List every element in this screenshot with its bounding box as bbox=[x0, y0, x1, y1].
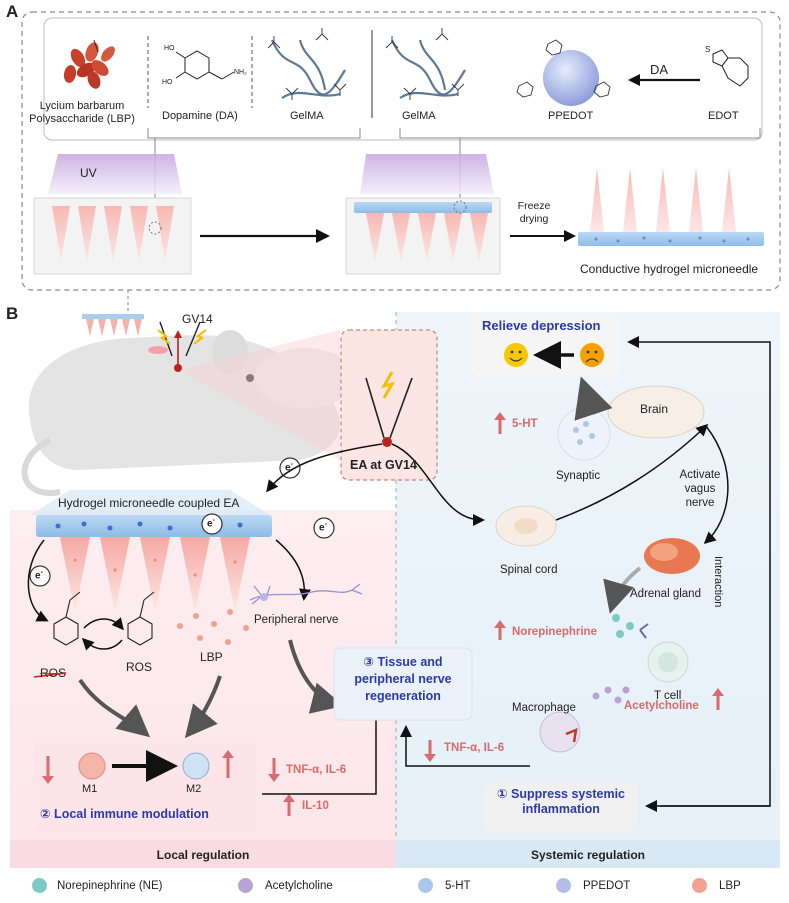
il10-label: IL-10 bbox=[302, 800, 329, 812]
ros-struck-label: ROS bbox=[40, 666, 67, 680]
legend-label: 5-HT bbox=[445, 879, 471, 892]
m2-label: M2 bbox=[186, 783, 202, 795]
panel-b-letter: B bbox=[6, 304, 19, 323]
electron-symbol: e bbox=[35, 570, 41, 582]
local-immune-label: ② Local immune modulation bbox=[40, 807, 209, 821]
da-arrow-label: DA bbox=[650, 62, 669, 77]
svg-text:S: S bbox=[705, 45, 710, 54]
acetylcholine-label: Acetylcholine bbox=[624, 700, 699, 712]
systemic-regulation-label: Systemic regulation bbox=[530, 848, 646, 862]
ppedot-label: PPEDOT bbox=[548, 110, 594, 122]
legend-swatch-acetylcholine bbox=[238, 878, 253, 893]
hydrogel-ea-label: Hydrogel microneedle coupled EA bbox=[58, 496, 240, 510]
electron-superscript: - bbox=[40, 569, 43, 576]
m1-label: M1 bbox=[82, 783, 98, 795]
electron-superscript: - bbox=[290, 461, 293, 468]
suppress-inflammation-label: ① Suppress systemic inflammation bbox=[496, 787, 625, 816]
electron-label-4: e- bbox=[35, 569, 43, 581]
electron-symbol: e bbox=[285, 462, 291, 474]
five-ht-label: 5-HT bbox=[512, 418, 538, 430]
svg-text:HO: HO bbox=[162, 79, 173, 86]
panel-b-graphics bbox=[10, 290, 780, 868]
dopamine-label: Dopamine (DA) bbox=[162, 110, 238, 122]
norepinephrine-label: Norepinephrine bbox=[512, 626, 597, 638]
electron-symbol: e bbox=[319, 522, 325, 534]
electron-symbol: e bbox=[207, 518, 213, 530]
panel-a-letter: A bbox=[6, 2, 19, 21]
ppedot-sphere-icon bbox=[543, 50, 599, 106]
legend-item-lbp: LBP bbox=[692, 878, 741, 893]
electron-label-1: e- bbox=[285, 461, 293, 473]
gelma-left-label: GelMA bbox=[290, 110, 324, 122]
electron-label-2: e- bbox=[207, 517, 215, 529]
legend-item-norepinephrine: Norepinephrine (NE) bbox=[32, 878, 162, 893]
tnf-il6-left-label: TNF-α, IL-6 bbox=[286, 764, 347, 776]
gv14-label: GV14 bbox=[182, 312, 213, 326]
legend-label: Acetylcholine bbox=[265, 879, 333, 892]
peripheral-nerve-label: Peripheral nerve bbox=[254, 614, 339, 626]
electron-superscript: - bbox=[212, 517, 215, 524]
edot-label: EDOT bbox=[708, 110, 739, 122]
freeze-drying-label: Freeze drying bbox=[517, 200, 551, 225]
lbp-berries-icon bbox=[63, 39, 115, 89]
legend-item-5ht: 5-HT bbox=[418, 878, 471, 893]
gelma-chains-icon bbox=[270, 39, 346, 99]
legend-label: LBP bbox=[719, 879, 741, 892]
legend-item-ppedot: PPEDOT bbox=[556, 878, 630, 893]
mouse-illustration-icon bbox=[21, 330, 355, 497]
legend-label: Norepinephrine (NE) bbox=[57, 879, 163, 892]
dopamine-structure-icon bbox=[175, 50, 235, 80]
svg-text:HO: HO bbox=[164, 45, 175, 52]
legend-swatch-lbp bbox=[692, 878, 707, 893]
ea-at-gv14-label: EA at GV14 bbox=[350, 458, 417, 472]
synaptic-label: Synaptic bbox=[556, 470, 601, 482]
legend-swatch-5ht bbox=[418, 878, 433, 893]
legend-item-acetylcholine: Acetylcholine bbox=[238, 878, 333, 893]
legend-swatch-norepinephrine bbox=[32, 878, 47, 893]
lbp-label: Lycium barbarum Polysaccharide (LBP) bbox=[29, 100, 135, 125]
activate-vagus-label: Activate vagus nerve bbox=[679, 469, 721, 509]
product-label: Conductive hydrogel microneedle bbox=[580, 262, 759, 276]
lbp-b-label: LBP bbox=[200, 650, 223, 664]
tnf-il6-right-label: TNF-α, IL-6 bbox=[444, 742, 505, 754]
electron-label-3: e- bbox=[319, 521, 327, 533]
tissue-regeneration-label: ③ Tissue and peripheral nerve regenerati… bbox=[354, 655, 452, 703]
legend-swatch-ppedot bbox=[556, 878, 571, 893]
electron-superscript: - bbox=[324, 521, 327, 528]
uv-label: UV bbox=[80, 166, 97, 180]
legend-label: PPEDOT bbox=[583, 879, 631, 892]
adrenal-gland-label: Adrenal gland bbox=[630, 588, 701, 600]
ros-label: ROS bbox=[126, 660, 153, 674]
legend: Norepinephrine (NE) Acetylcholine 5-HT P… bbox=[0, 874, 789, 898]
interaction-label: Interaction bbox=[712, 556, 724, 608]
edot-structure-icon bbox=[712, 49, 749, 87]
relieve-depression-label: Relieve depression bbox=[482, 318, 601, 333]
brain-label: Brain bbox=[640, 402, 669, 416]
t-cell-label: T cell bbox=[654, 690, 682, 702]
svg-text:NH₂: NH₂ bbox=[234, 69, 247, 76]
spinal-cord-label: Spinal cord bbox=[500, 564, 558, 576]
macrophage-label: Macrophage bbox=[512, 702, 576, 714]
panel-a-graphics: HO HO NH₂ bbox=[21, 11, 781, 291]
local-regulation-label: Local regulation bbox=[156, 848, 250, 862]
gelma-right-label: GelMA bbox=[402, 110, 436, 122]
